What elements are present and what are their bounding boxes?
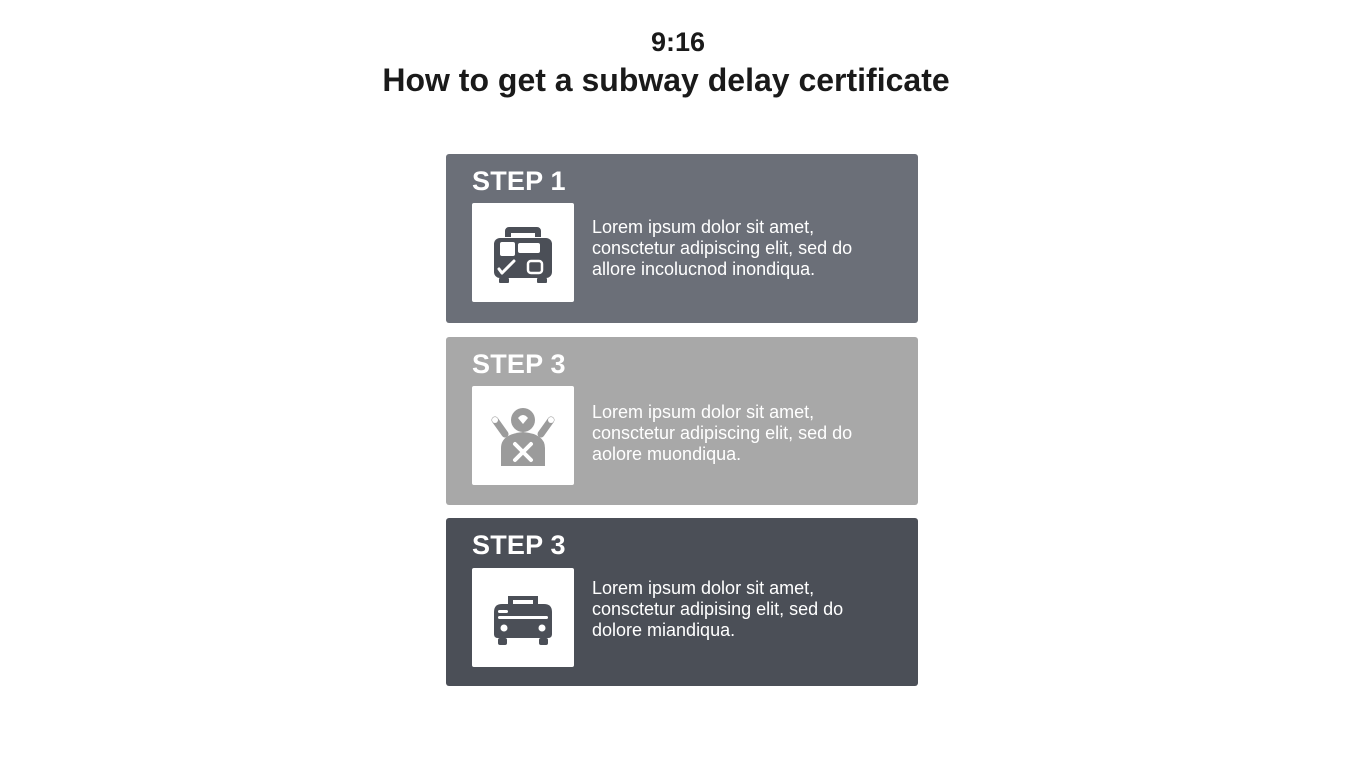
step-description: Lorem ipsum dolor sit amet, consctetur a… <box>592 578 844 640</box>
step-icon-box <box>472 203 574 302</box>
step-description: Lorem ipsum dolor sit amet, consctetur a… <box>592 402 853 464</box>
step-description: Lorem ipsum dolor sit amet, consctetur a… <box>592 217 853 279</box>
step-label: STEP 3 <box>472 530 566 560</box>
time-display: 9:16 <box>650 27 706 57</box>
step-card-2: STEP 3 Lorem ipsum dolor sit amet, consc… <box>446 337 918 505</box>
step-label: STEP 1 <box>472 166 566 196</box>
step-icon-box <box>472 568 574 667</box>
page-title: How to get a subway delay certificate <box>382 62 950 98</box>
train-icon <box>494 595 552 645</box>
ticket-machine-icon <box>494 226 552 283</box>
step-icon-box <box>472 386 574 485</box>
step-label: STEP 3 <box>472 349 566 379</box>
person-cross-icon <box>491 407 555 466</box>
step-card-1: STEP 1 Lorem ipsum dolor sit amet, consc… <box>446 154 918 323</box>
step-card-3: STEP 3 Lorem ipsum dolor sit amet, consc… <box>446 518 918 686</box>
